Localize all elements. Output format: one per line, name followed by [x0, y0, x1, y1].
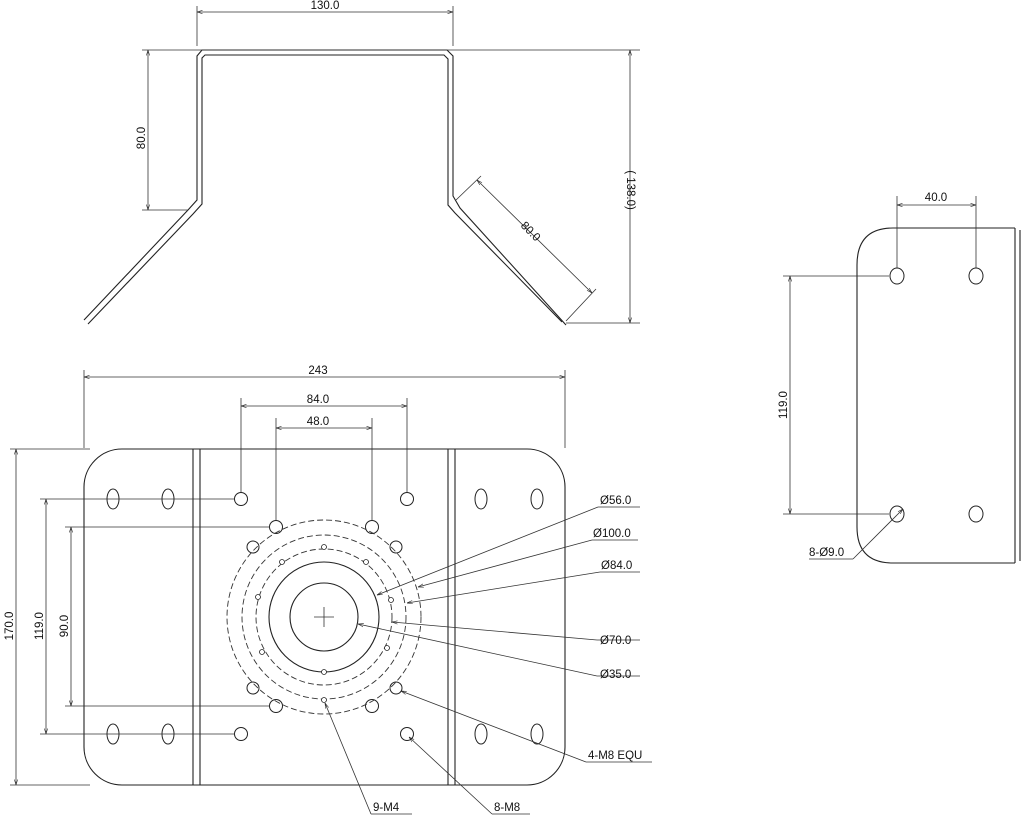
dim-base-width: 243 [84, 365, 565, 377]
circle-d100 [226, 519, 422, 715]
m4-hole [321, 697, 327, 703]
callout-m4-text: 9-M4 [373, 802, 400, 814]
dim-base-width-text: 243 [308, 365, 327, 377]
dim-base-height-text: 170.0 [4, 612, 16, 641]
bracket-profile-view [83, 6, 640, 326]
dim-top-width: 130.0 [197, 0, 453, 12]
m4-hole [321, 544, 327, 550]
callout-side-holes-text: 8-Ø9.0 [809, 547, 844, 559]
callout-m8: 8-M8 [409, 737, 530, 815]
base-plate-outline [83, 448, 566, 786]
dim-base-90: 90.0 [59, 527, 71, 706]
slot-hole [530, 488, 544, 510]
callout-side-holes: 8-Ø9.0 [809, 509, 903, 560]
dim-base-119: 119.0 [34, 499, 46, 734]
m8-equ-hole [389, 681, 403, 695]
circle-d35 [289, 582, 359, 652]
callout-m8-equ: 4-M8 EQU [401, 690, 652, 763]
slot-hole [474, 488, 488, 510]
callout-m8-equ-text: 4-M8 EQU [588, 750, 642, 762]
side-hole [968, 505, 984, 523]
m8-hole [234, 727, 248, 741]
callout-d100-text: Ø100.0 [593, 528, 631, 540]
dim-top-width-text: 130.0 [311, 0, 340, 12]
dim-base-48: 48.0 [276, 416, 372, 428]
m4-hole [279, 559, 285, 565]
callout-d70: Ø70.0 [392, 622, 640, 647]
dim-base-119-text: 119.0 [34, 612, 46, 640]
callout-d100: Ø100.0 [418, 528, 638, 587]
profile-outer [83, 49, 567, 326]
m4-hole [321, 669, 327, 675]
dim-top-flange: 80.0 [477, 180, 592, 293]
callout-d35: Ø35.0 [358, 624, 640, 681]
dim-base-48-text: 48.0 [307, 416, 329, 428]
dim-base-84-text: 84.0 [307, 394, 329, 406]
dim-base-height: 170.0 [4, 449, 16, 785]
dim-base-90-text: 90.0 [59, 615, 71, 637]
m8-hole [365, 520, 379, 534]
dim-top-total-height: ( 138.0) [624, 50, 636, 323]
dim-top-height-text: 80.0 [136, 127, 148, 149]
dim-base-84: 84.0 [241, 394, 407, 406]
callout-d84-text: Ø84.0 [601, 560, 632, 572]
m8-hole [400, 727, 414, 741]
m8-equ-hole [246, 540, 260, 554]
m8-hole [269, 520, 283, 534]
m4-hole [255, 594, 261, 600]
callout-d70-text: Ø70.0 [600, 635, 631, 647]
dim-top-total-height-text: ( 138.0) [624, 170, 636, 210]
base-plate-view [10, 370, 566, 786]
side-hole [889, 267, 905, 285]
callout-d35-text: Ø35.0 [600, 669, 631, 681]
dim-side-vertical: 119.0 [778, 276, 790, 514]
callout-d56: Ø56.0 [377, 495, 640, 596]
slot-hole [530, 723, 544, 745]
side-plate-outline [856, 227, 1015, 564]
m4-hole [388, 597, 394, 603]
dim-side-hole-spacing: 40.0 [897, 192, 976, 205]
m4-hole [384, 645, 390, 651]
m4-hole [259, 649, 265, 655]
callout-d84: Ø84.0 [407, 560, 640, 603]
callout-m8-text: 8-M8 [494, 802, 520, 814]
dim-side-hole-spacing-text: 40.0 [925, 192, 947, 204]
side-hole [968, 267, 984, 285]
dim-top-height: 80.0 [136, 50, 148, 210]
m8-hole [400, 492, 414, 506]
callout-m4: 9-M4 [325, 703, 412, 815]
dim-side-vertical-text: 119.0 [778, 391, 790, 419]
slot-hole [474, 723, 488, 745]
m8-equ-hole [246, 681, 260, 695]
callout-d56-text: Ø56.0 [600, 495, 631, 507]
m8-equ-hole [389, 540, 403, 554]
side-plate-view [783, 196, 1021, 564]
m8-hole [365, 699, 379, 713]
m4-hole [363, 559, 369, 565]
profile-inner [87, 54, 563, 325]
m8-hole [234, 492, 248, 506]
